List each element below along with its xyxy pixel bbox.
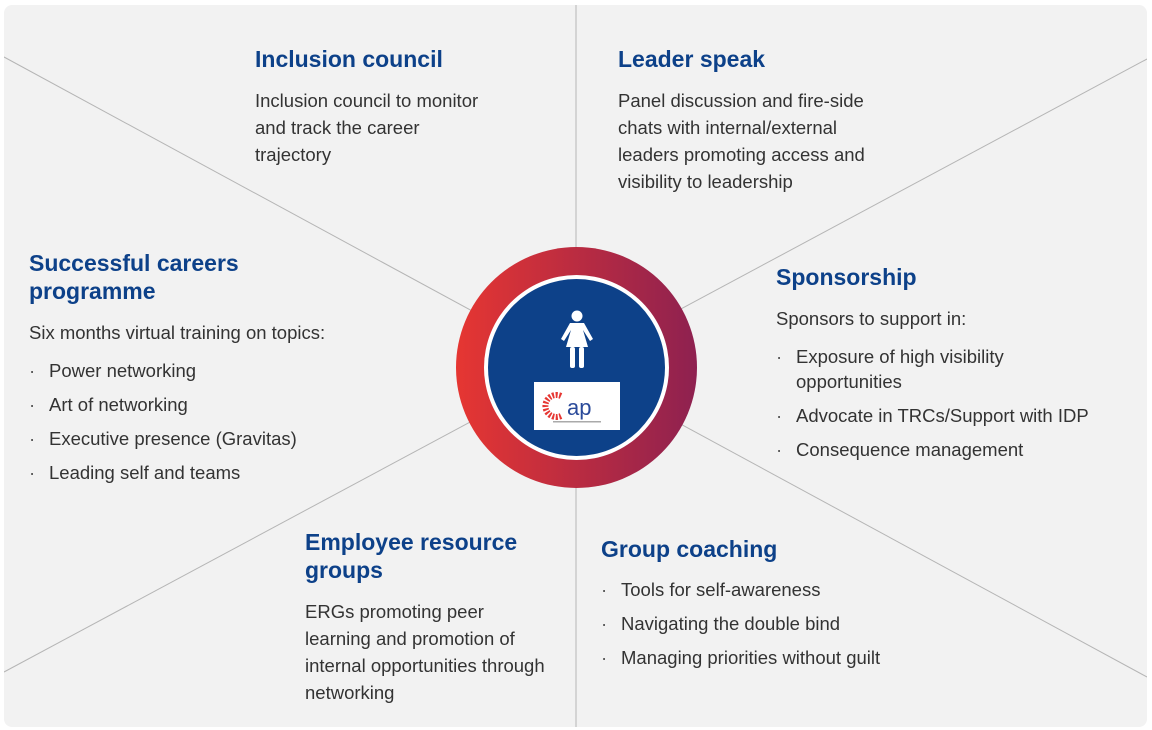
list-item: Advocate in TRCs/Support with IDP [776, 403, 1136, 428]
section-title: Inclusion council [255, 46, 443, 72]
list-item: Consequence management [776, 437, 1136, 462]
list-item: Managing priorities without guilt [601, 645, 941, 670]
center-emblem: ap [456, 247, 697, 488]
section-title: Group coaching [601, 536, 778, 562]
section-group-coaching: Group coaching Tools for self-awareness … [601, 535, 941, 679]
section-employee-resource-groups: Employee resource groups ERGs promoting … [305, 528, 545, 706]
section-text: Sponsors to support in: [776, 308, 967, 329]
emblem-core: ap [488, 279, 665, 456]
section-successful-careers: Successful careers programme Six months … [29, 249, 369, 494]
section-text: Inclusion council to monitor and track t… [255, 90, 479, 165]
list-item: Navigating the double bind [601, 611, 941, 636]
list-item: Tools for self-awareness [601, 577, 941, 602]
section-title: Employee resource groups [305, 529, 518, 583]
section-text: ERGs promoting peer learning and promoti… [305, 601, 545, 703]
coaching-list: Tools for self-awareness Navigating the … [601, 577, 941, 670]
cap-logo-mark: ap [542, 392, 601, 423]
woman-icon [561, 310, 593, 368]
cap-logo: ap [534, 382, 620, 430]
section-title: Successful careers programme [29, 250, 239, 304]
section-leader-speak: Leader speak Panel discussion and fire-s… [618, 45, 898, 195]
list-item: Leading self and teams [29, 460, 369, 485]
support-list: Exposure of high visibility opportunitie… [776, 344, 1136, 462]
section-text: Six months virtual training on topics: [29, 322, 326, 343]
section-text: Panel discussion and fire-side chats wit… [618, 90, 865, 192]
list-item: Exposure of high visibility opportunitie… [776, 344, 1046, 394]
list-item: Art of networking [29, 392, 369, 417]
section-sponsorship: Sponsorship Sponsors to support in: Expo… [776, 263, 1136, 471]
section-title: Sponsorship [776, 264, 917, 290]
list-item: Power networking [29, 358, 369, 383]
emblem-white-ring: ap [484, 275, 669, 460]
topic-list: Power networking Art of networking Execu… [29, 358, 369, 485]
section-title: Leader speak [618, 46, 766, 72]
list-item: Executive presence (Gravitas) [29, 426, 369, 451]
section-inclusion-council: Inclusion council Inclusion council to m… [255, 45, 495, 168]
svg-text:ap: ap [567, 395, 591, 420]
